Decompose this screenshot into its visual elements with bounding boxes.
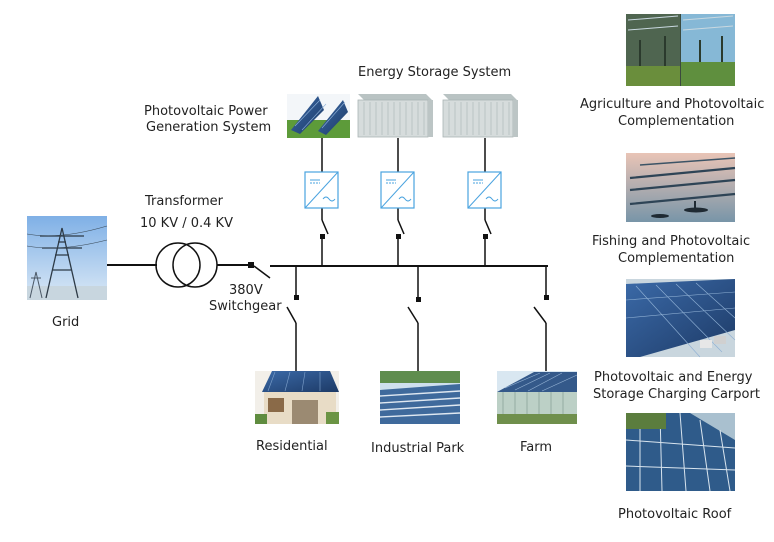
pv-panel-image [287, 94, 350, 138]
residential-feeder [286, 266, 299, 371]
pv-roof-image [625, 412, 736, 492]
farm-label: Farm [520, 440, 553, 455]
transformer-rating-label: 10 KV / 0.4 KV [140, 216, 233, 231]
agriculture-pv-image [626, 14, 735, 86]
storage-container-1 [357, 94, 433, 138]
storage-container-2 [442, 94, 518, 138]
residential-label: Residential [256, 439, 328, 454]
fishing-pv-image [626, 153, 736, 222]
dc-ac-inverter-icon [380, 171, 415, 209]
pv-power-label-line1: Photovoltaic Power [144, 104, 268, 119]
switchgear-label-line2: Switchgear [209, 299, 282, 314]
pv-power-label-line2: Generation System [146, 120, 272, 135]
farm-feeder [533, 266, 549, 371]
storage-feeder-2 [483, 138, 492, 266]
transformer-icon [107, 242, 254, 288]
grid-label: Grid [52, 315, 80, 330]
fishing-label-line2: Complementation [618, 251, 735, 266]
farm-image [497, 371, 578, 424]
energy-storage-label: Energy Storage System [358, 65, 512, 80]
residential-image [255, 371, 339, 424]
agriculture-label-line1: Agriculture and Photovoltaic [580, 97, 765, 112]
industrial-feeder [407, 266, 421, 371]
pv-roof-label: Photovoltaic Roof [618, 507, 732, 522]
switchgear-label-line1: 380V [229, 283, 263, 298]
dc-ac-inverter-icon [304, 171, 339, 209]
agriculture-label-line2: Complementation [618, 114, 735, 129]
main-switch [253, 265, 271, 279]
transformer-label: Transformer [145, 194, 224, 209]
industrial-image [379, 371, 461, 424]
fishing-label-line1: Fishing and Photovoltaic [592, 234, 751, 249]
carport-pv-image [625, 279, 736, 358]
storage-feeder-1 [396, 138, 405, 266]
dc-ac-inverter-icon [467, 171, 502, 209]
grid-image [26, 216, 108, 300]
carport-label-line2: Storage Charging Carport [593, 387, 760, 402]
industrial-park-label: Industrial Park [371, 441, 465, 456]
pv-feeder [320, 138, 329, 266]
carport-label-line1: Photovoltaic and Energy [594, 370, 753, 385]
